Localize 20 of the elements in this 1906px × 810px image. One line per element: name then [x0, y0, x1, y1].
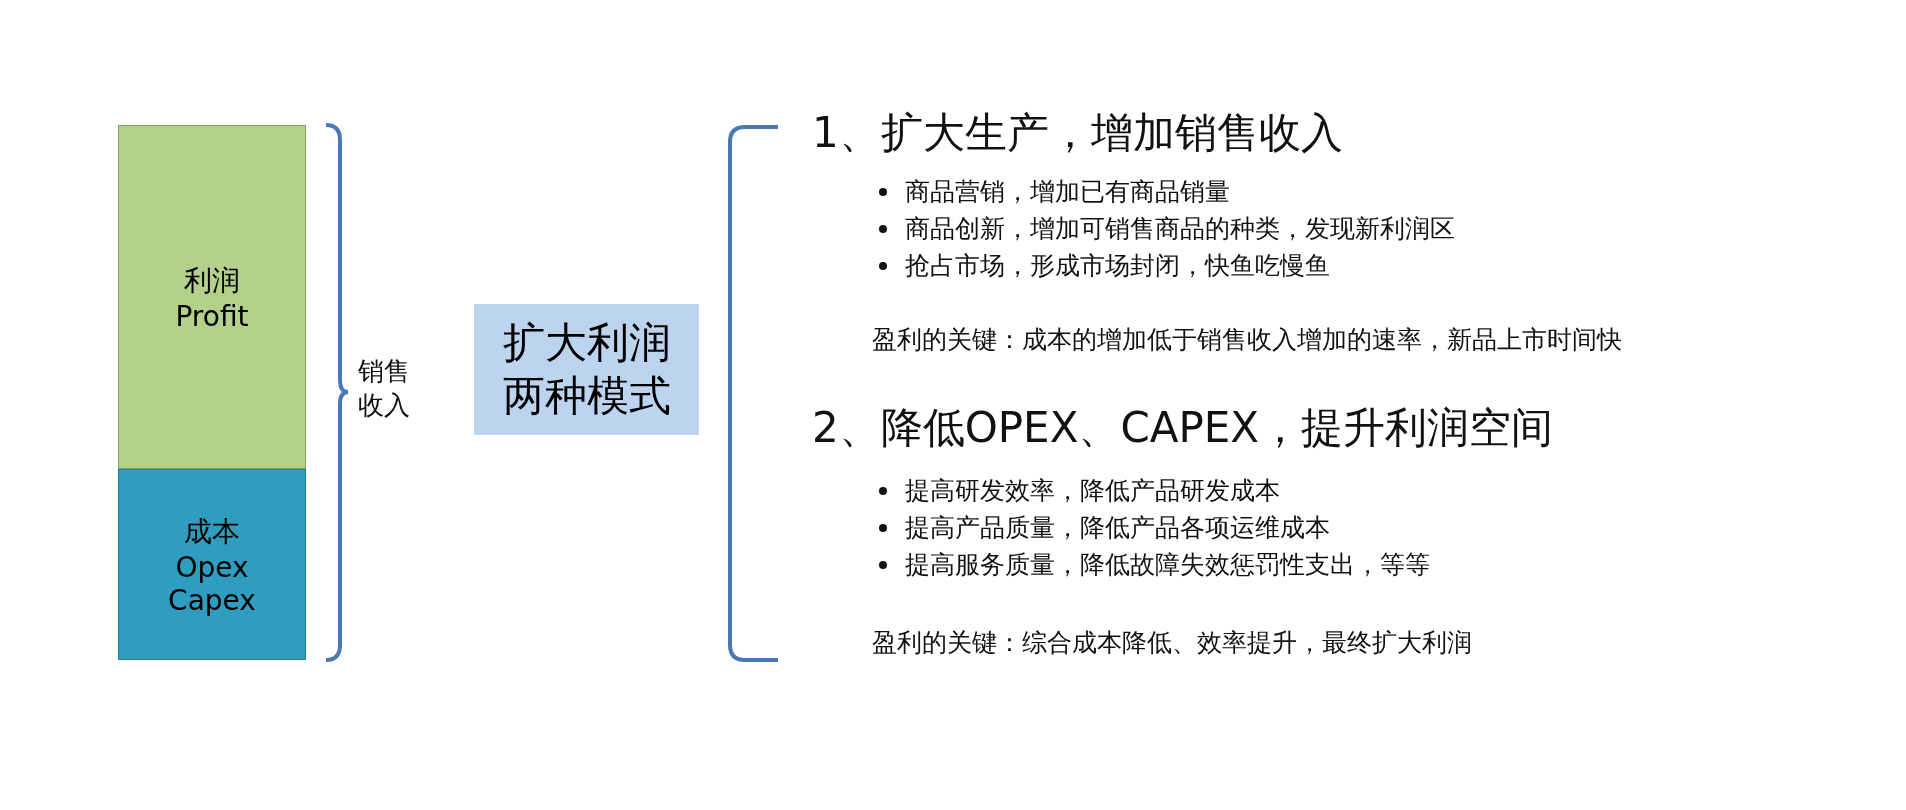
bullet-text: 提高服务质量，降低故障失效惩罚性支出，等等 [905, 549, 1430, 581]
key-note: 盈利的关键：综合成本降低、效率提升，最终扩大利润 [872, 627, 1472, 659]
key-note: 盈利的关键：成本的增加低于销售收入增加的速率，新品上市时间快 [872, 324, 1622, 356]
side-label: 销售收入 [358, 355, 411, 422]
section-heading: 1、扩大生产，增加销售收入 [812, 107, 1343, 159]
box-label: Profit [175, 299, 249, 333]
profit-box [118, 125, 306, 469]
section-heading: 2、降低OPEX、CAPEX，提升利润空间 [812, 402, 1554, 454]
bullet-text: 商品创新，增加可销售商品的种类，发现新利润区 [905, 213, 1455, 245]
box-label: 扩大利润两种模式 [501, 317, 672, 422]
box-label: 成本 [184, 513, 240, 550]
bullet-text: 提高产品质量，降低产品各项运维成本 [905, 512, 1330, 544]
bullet-text: 抢占市场，形成市场封闭，快鱼吃慢鱼 [905, 250, 1330, 282]
box-label: Capex [168, 583, 256, 617]
cost-box [118, 469, 306, 660]
bullet-text: 商品营销，增加已有商品销量 [905, 176, 1230, 208]
box-label: 利润 [184, 262, 240, 299]
bullet-text: 提高研发效率，降低产品研发成本 [905, 475, 1280, 507]
title-box [474, 304, 699, 435]
box-label: Opex [175, 550, 249, 584]
